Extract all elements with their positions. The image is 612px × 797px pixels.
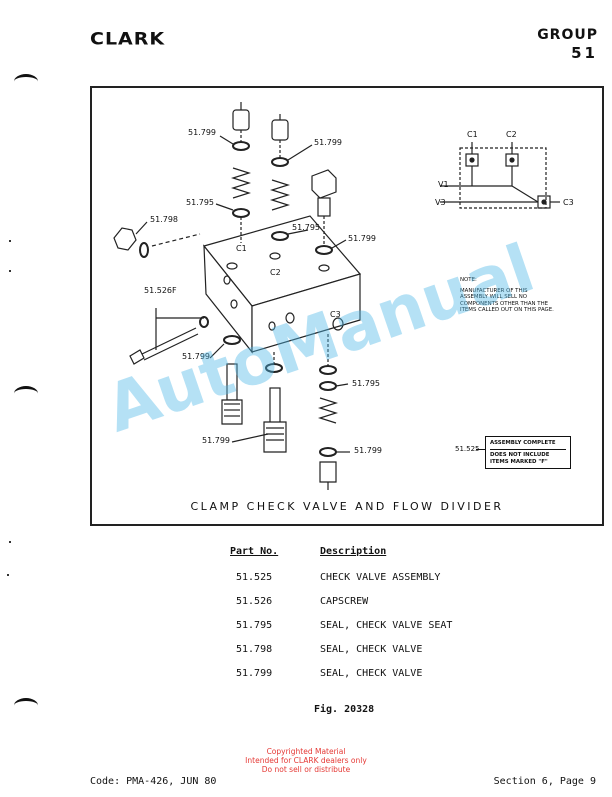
copyright-line-2: Intended for CLARK dealers only — [245, 756, 367, 765]
exploded-view-drawing — [113, 102, 560, 490]
part-description: SEAL, CHECK VALVE SEAT — [320, 620, 453, 631]
figure-title: CLAMP CHECK VALVE AND FLOW DIVIDER — [190, 500, 504, 513]
part-number: 51.799 — [236, 668, 273, 679]
assembly-note-box: ASSEMBLY COMPLETE DOES NOT INCLUDE ITEMS… — [485, 436, 571, 470]
assembly-line-2: DOES NOT INCLUDE ITEMS MARKED "F" — [490, 451, 550, 465]
parts-header-part-no: Part No. — [230, 546, 279, 557]
binder-hole-bottom — [14, 698, 38, 713]
schematic-label-c3: C3 — [563, 198, 574, 207]
note-heading: NOTE: — [460, 277, 477, 283]
callout-capscrew: 51.526F — [144, 286, 177, 295]
callout-seal-center: 51.795 — [292, 223, 320, 232]
copyright-line-1: Copyrighted Material — [266, 747, 346, 756]
parts-header-description: Description — [320, 546, 387, 557]
callout-seal-lower-left: 51.799 — [182, 352, 210, 361]
footer-section: Section 6, Page 9 — [493, 776, 596, 787]
figure-number: Fig. 20328 — [314, 704, 375, 715]
port-label-c2: C2 — [270, 268, 281, 277]
callout-fitting-seal: 51.798 — [150, 215, 178, 224]
callout-c3-seal: 51.795 — [352, 379, 380, 388]
port-label-c1: C1 — [236, 244, 247, 253]
scan-speck — [7, 574, 9, 576]
part-number: 51.795 — [236, 620, 273, 631]
binder-hole-top — [14, 74, 38, 89]
scan-speck — [9, 541, 11, 543]
part-number: 51.526 — [236, 596, 273, 607]
part-description: CHECK VALVE ASSEMBLY — [320, 572, 441, 583]
schematic-label-c1: C1 — [467, 130, 478, 139]
scan-speck — [9, 240, 11, 242]
port-label-c3: C3 — [330, 310, 341, 319]
footer-code: Code: PMA-426, JUN 80 — [90, 776, 217, 787]
note-text: NOTE: MANUFACTURER OF THIS ASSEMBLY WILL… — [460, 277, 556, 314]
part-description: CAPSCREW — [320, 596, 369, 607]
copyright-line-3: Do not sell or distribute — [261, 765, 351, 774]
callout-spring-seal-left: 51.795 — [186, 198, 214, 207]
scan-speck — [9, 270, 11, 272]
part-number: 51.525 — [236, 572, 273, 583]
binder-hole-middle — [14, 386, 38, 401]
callout-seal-right: 51.799 — [348, 234, 376, 243]
note-body: MANUFACTURER OF THIS ASSEMBLY WILL SELL … — [460, 287, 554, 314]
part-description: SEAL, CHECK VALVE — [320, 668, 423, 679]
callout-seal-top-left: 51.799 — [188, 128, 216, 137]
callout-seal-bottom-left: 51.799 — [202, 436, 230, 445]
callout-seal-bottom-right: 51.799 — [354, 446, 382, 455]
group-title: GROUP — [537, 27, 598, 43]
copyright-notice: Copyrighted Material Intended for CLARK … — [206, 747, 406, 774]
part-description: SEAL, CHECK VALVE — [320, 644, 423, 655]
assembly-part-number: 51.525 — [455, 445, 480, 453]
callout-seal-top-middle: 51.799 — [314, 138, 342, 147]
assembly-leader-line — [476, 449, 485, 450]
schematic-label-v3: V3 — [435, 198, 446, 207]
group-label: GROUP 51 — [537, 26, 598, 62]
schematic-label-v1: V1 — [438, 180, 449, 189]
part-number: 51.798 — [236, 644, 273, 655]
clark-logo: CLARK — [90, 29, 166, 49]
group-number: 51 — [571, 44, 598, 62]
schematic-label-c2: C2 — [506, 130, 517, 139]
assembly-line-1: ASSEMBLY COMPLETE — [490, 440, 556, 446]
exploded-view-figure: 51.799 51.799 51.795 51.795 51.799 51.79… — [90, 86, 604, 526]
